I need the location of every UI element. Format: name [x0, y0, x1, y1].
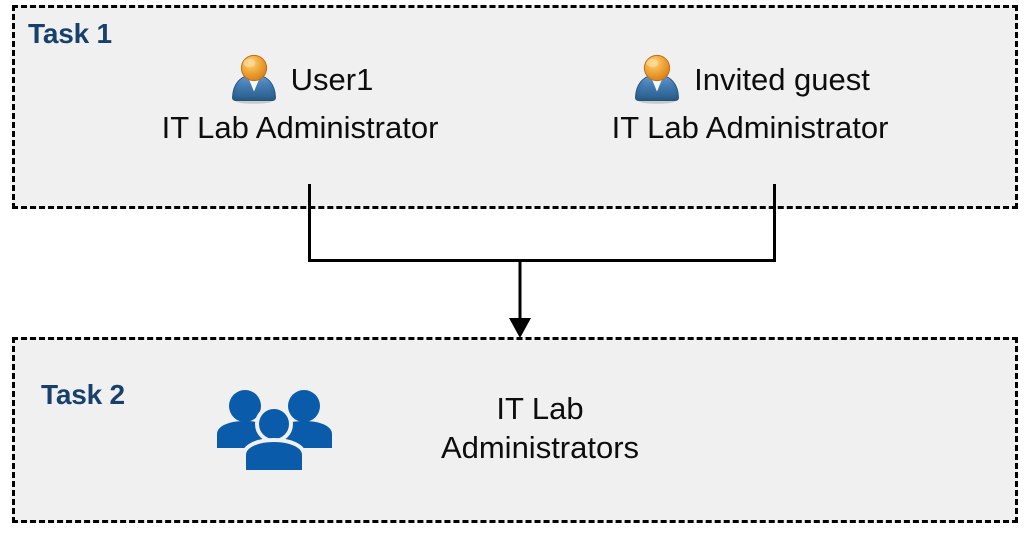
- connector-arrow-head: [509, 318, 531, 338]
- person-user1-header: User1: [110, 50, 490, 108]
- task1-panel: [12, 5, 1018, 209]
- user-group-icon: [217, 390, 332, 474]
- single-user-icon: [635, 54, 680, 104]
- person-card-user1: User1 IT Lab Administrator: [110, 50, 490, 146]
- person-guest-name: Invited guest: [694, 61, 870, 97]
- task1-label: Task 1: [28, 18, 112, 49]
- group-name-line-2: Administrators: [440, 429, 640, 465]
- task2-label: Task 2: [41, 379, 125, 410]
- user-group-icon-wrapper: [208, 386, 338, 478]
- group-name-line-1: IT Lab: [496, 391, 584, 426]
- person-card-invited-guest: Invited guest IT Lab Administrator: [540, 50, 960, 146]
- task2-panel: Task 2: [12, 337, 1018, 523]
- person-user1-role: IT Lab Administrator: [161, 110, 439, 145]
- single-user-icon: [231, 54, 276, 104]
- person-user1-name: User1: [290, 61, 374, 97]
- person-guest-header: Invited guest: [540, 50, 960, 108]
- group-name-text: IT Lab Administrators: [380, 390, 700, 468]
- person-guest-role: IT Lab Administrator: [611, 110, 889, 145]
